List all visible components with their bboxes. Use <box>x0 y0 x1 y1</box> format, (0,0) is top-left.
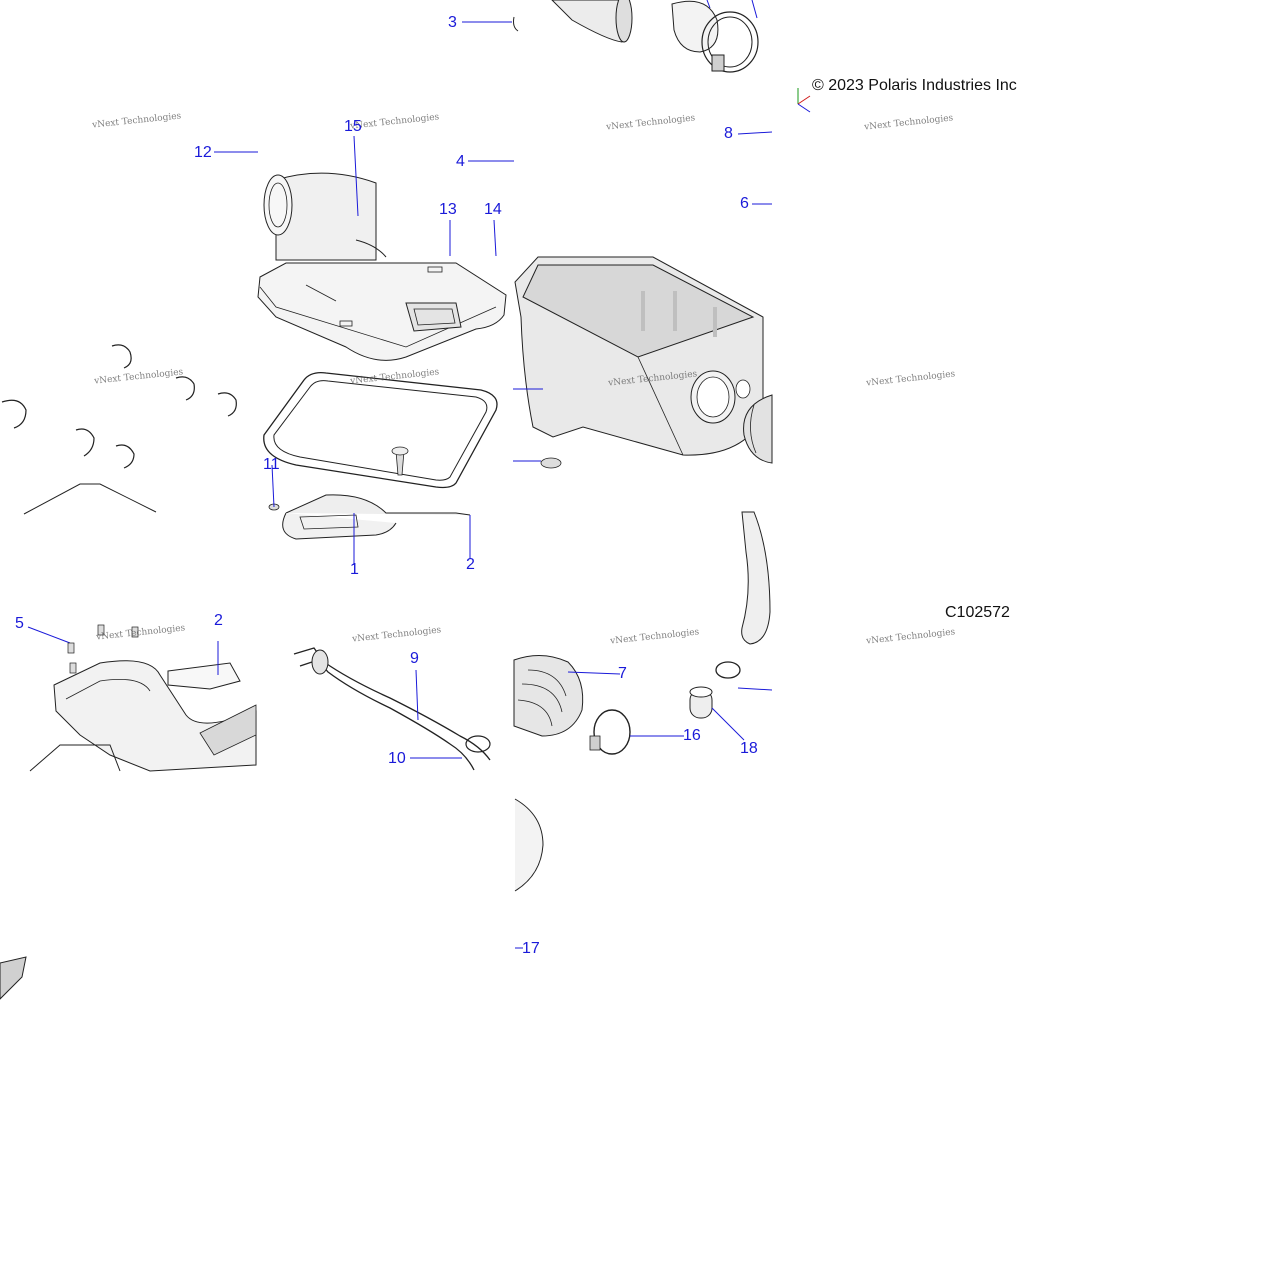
outlet-duct-partial <box>514 798 544 949</box>
callout-2: 2 <box>466 556 475 573</box>
lower-intake-duct-left <box>27 624 257 772</box>
axis-triad-icon <box>797 88 811 113</box>
callout-15: 15 <box>344 118 362 135</box>
callout-6: 6 <box>740 195 749 212</box>
callout-12: 12 <box>194 144 212 161</box>
airbox-body <box>513 256 764 469</box>
lower-duct-top <box>268 464 471 565</box>
callout-18: 18 <box>740 740 758 757</box>
copyright-notice: © 2023 Polaris Industries Inc <box>812 77 1017 94</box>
retaining-clips <box>1 344 237 515</box>
callout-3: 3 <box>448 14 457 31</box>
callout-8: 8 <box>724 125 733 142</box>
leader-3 <box>462 16 519 32</box>
duct-fragment-left <box>0 956 27 1000</box>
intake-tube-top <box>551 0 759 73</box>
airbox-cover <box>257 262 507 361</box>
drawing-code: C102572 <box>945 604 1010 621</box>
breather-hose <box>293 647 491 771</box>
callout-10: 10 <box>388 750 406 767</box>
callout-4: 4 <box>456 153 465 170</box>
callout-11: 11 <box>263 456 280 473</box>
air-filter-element <box>263 172 387 261</box>
intake-coupler-right <box>743 394 773 464</box>
intake-elbow <box>741 511 771 645</box>
airbox-gasket <box>263 372 498 489</box>
callout-14: 14 <box>484 201 502 218</box>
callout-7: 7 <box>618 665 627 682</box>
callout-16: 16 <box>683 727 701 744</box>
callout-5: 5 <box>15 615 24 632</box>
callout-9: 9 <box>410 650 419 667</box>
callout-17: 17 <box>522 940 540 957</box>
callout-2-lower: 2 <box>214 612 223 629</box>
callout-1: 1 <box>350 561 359 578</box>
intake-boot-and-clamps <box>513 655 773 755</box>
callout-13: 13 <box>439 201 457 218</box>
